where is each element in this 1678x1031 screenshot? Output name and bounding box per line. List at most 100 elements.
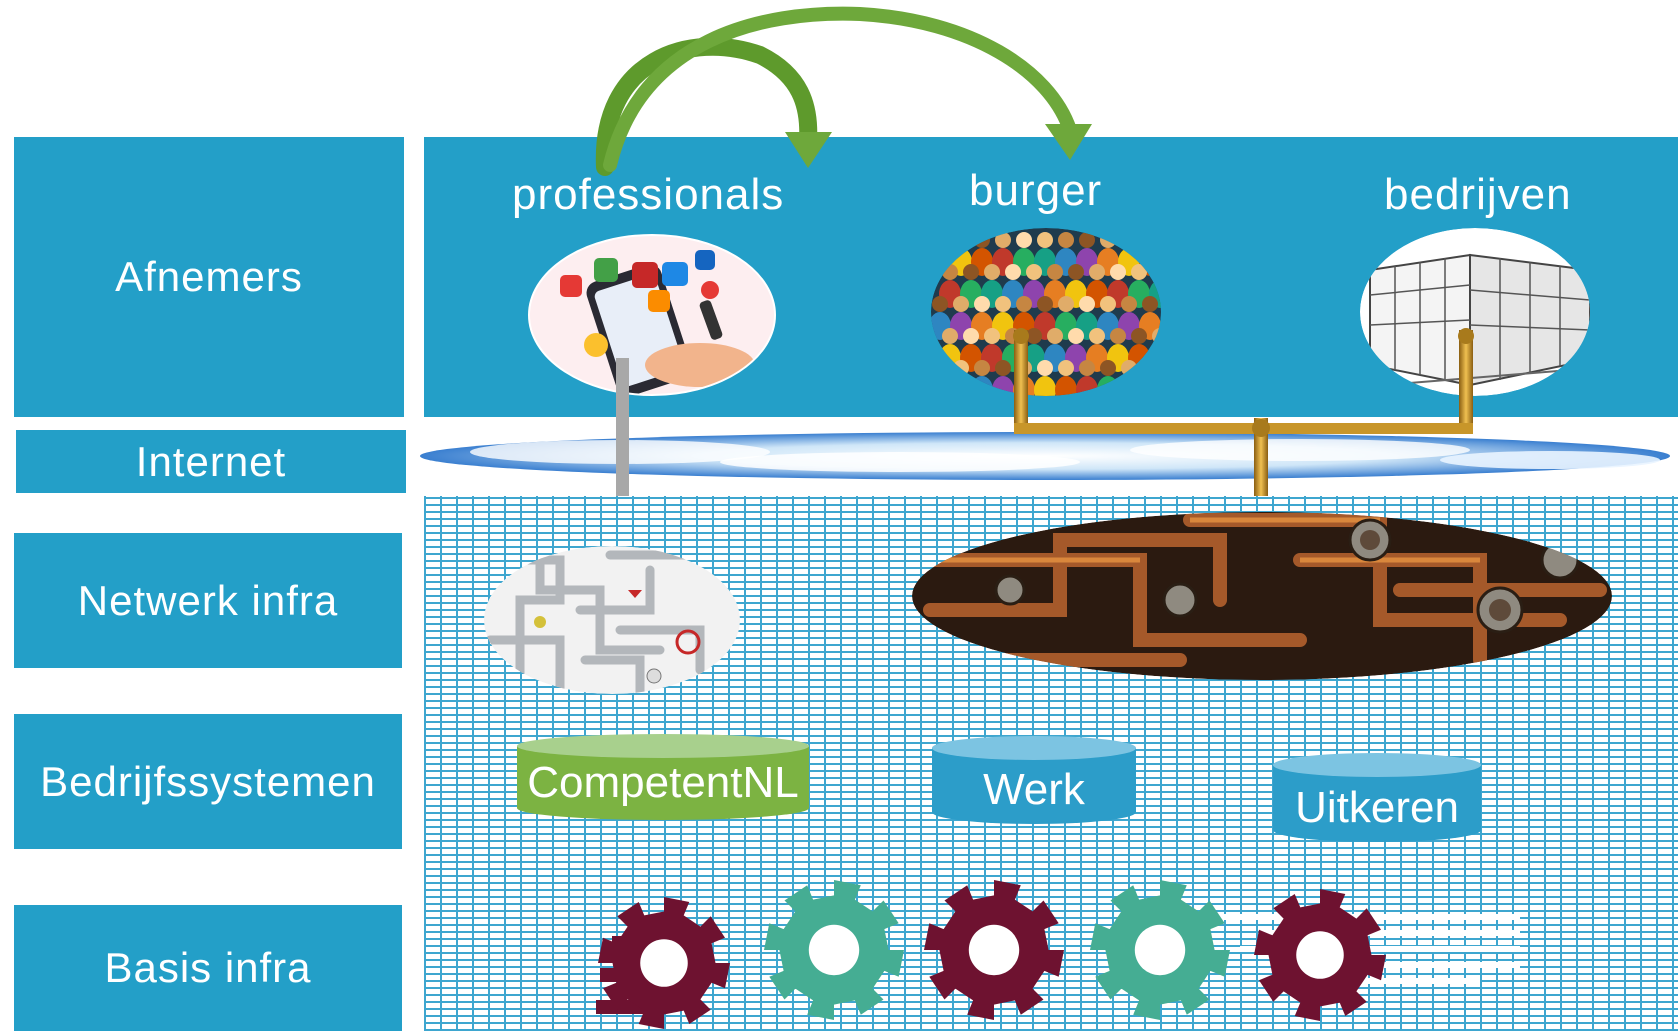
professionals-connection-pole [616, 358, 629, 496]
crowd-person-head [932, 296, 948, 312]
gear-hole [808, 924, 860, 976]
crowd-person-body [931, 376, 951, 396]
crowd-person-head [995, 360, 1011, 376]
gear-hole [640, 939, 688, 987]
layer-internet-label: Internet [135, 437, 287, 485]
crowd-person-body [1055, 376, 1077, 396]
gear-hole [1134, 924, 1186, 976]
layer-netwerk-infra: Netwerk infra [14, 533, 402, 668]
crowd-person-head [1058, 296, 1074, 312]
crowd-person-head [1089, 328, 1105, 344]
crowd-person-head [1058, 232, 1074, 248]
crowd-person-head [1121, 296, 1137, 312]
crowd-person-head [1016, 232, 1032, 248]
layer-netwerk-label: Netwerk infra [77, 576, 339, 624]
crowd-person-body [971, 376, 993, 396]
crowd-person-head [1142, 232, 1158, 248]
db-uitkeren: Uitkeren [1273, 753, 1481, 842]
crowd-person-head [1026, 264, 1042, 280]
crowd-person-head [1037, 360, 1053, 376]
netwerk-pipes-image [484, 546, 740, 694]
crowd-person-head [1026, 328, 1042, 344]
crowd-person-head [1058, 360, 1074, 376]
gear-hole [1296, 931, 1344, 979]
crowd-person-head [974, 360, 990, 376]
crowd-person-head [1131, 328, 1147, 344]
crowd-person-head [942, 264, 958, 280]
label-burger: burger [969, 166, 1103, 215]
crowd-person-head [953, 232, 969, 248]
crowd-person-head [1047, 328, 1063, 344]
crowd-person-body [950, 376, 972, 396]
crowd-person-head [1037, 232, 1053, 248]
crowd-person-head [953, 296, 969, 312]
crowd-person-head [1100, 296, 1116, 312]
crowd-person-head [963, 328, 979, 344]
db-uitkeren-label: Uitkeren [1295, 783, 1459, 832]
bedrijven-building-image [1360, 228, 1590, 396]
gear-hole [968, 924, 1020, 976]
crowd-person-head [932, 360, 948, 376]
crowd-person-head [1142, 296, 1158, 312]
crowd-person-head [1079, 360, 1095, 376]
crowd-person-head [932, 232, 948, 248]
crowd-person-body [992, 376, 1014, 396]
crowd-person-head [1089, 264, 1105, 280]
crowd-person-head [1005, 264, 1021, 280]
netwerk-steampunk-image [912, 512, 1612, 680]
crowd-person-head [1079, 296, 1095, 312]
label-professionals: professionals [512, 170, 785, 219]
layer-basis-infra: Basis infra [14, 905, 402, 1031]
layer-internet: Internet [16, 430, 406, 493]
crowd-person-head [953, 360, 969, 376]
crowd-person-head [974, 296, 990, 312]
db-competentnl-label: CompetentNL [527, 758, 798, 807]
db-werk: Werk [932, 736, 1136, 824]
crowd-person-body [1118, 376, 1140, 396]
crowd-person-head [1110, 328, 1126, 344]
crowd-person-head [984, 328, 1000, 344]
layer-basis-label: Basis infra [104, 944, 312, 991]
basis-gears [596, 880, 1520, 1029]
crowd-person-body [1149, 344, 1161, 372]
burger-crowd-image [931, 228, 1161, 396]
crowd-person-body [939, 344, 961, 372]
crowd-person-head [1079, 232, 1095, 248]
layer-afnemers-label: Afnemers [115, 253, 303, 300]
crowd-person-head [942, 328, 958, 344]
brass-pipes [1013, 328, 1474, 496]
crowd-person-head [1152, 264, 1161, 280]
crowd-person-head [1121, 360, 1137, 376]
crowd-person-head [1110, 264, 1126, 280]
crowd-person-head [1142, 360, 1158, 376]
arrow-professionals-to-professionals [595, 37, 832, 176]
layer-bedrijfssystemen: Bedrijfssystemen [14, 714, 402, 849]
crowd-person-head [984, 264, 1000, 280]
crowd-person-head [995, 296, 1011, 312]
crowd-person-head [1047, 264, 1063, 280]
crowd-person-body [1139, 376, 1161, 396]
crowd-person-head [1037, 296, 1053, 312]
professionals-image [529, 235, 775, 395]
professionals-image-border [528, 234, 776, 396]
crowd-person-body [1097, 376, 1119, 396]
crowd-person-head [1016, 296, 1032, 312]
label-bedrijven: bedrijven [1384, 170, 1572, 219]
crowd-person-head [963, 264, 979, 280]
crowd-person-head [1121, 232, 1137, 248]
crowd-person-head [1068, 328, 1084, 344]
crowd-person-head [1131, 264, 1147, 280]
crowd-person-head [974, 232, 990, 248]
crowd-person-body [1076, 376, 1098, 396]
crowd-person-body [1034, 376, 1056, 396]
layer-afnemers: Afnemers [14, 137, 404, 417]
db-werk-label: Werk [983, 765, 1086, 814]
db-competentnl: CompetentNL [517, 734, 809, 820]
crowd-person-head [1068, 264, 1084, 280]
internet-cloud [420, 432, 1670, 480]
crowd-person-head [1100, 232, 1116, 248]
crowd-person-head [1100, 360, 1116, 376]
arrow-professionals-to-burger [603, 6, 1092, 172]
crowd-person-head [1152, 328, 1161, 344]
